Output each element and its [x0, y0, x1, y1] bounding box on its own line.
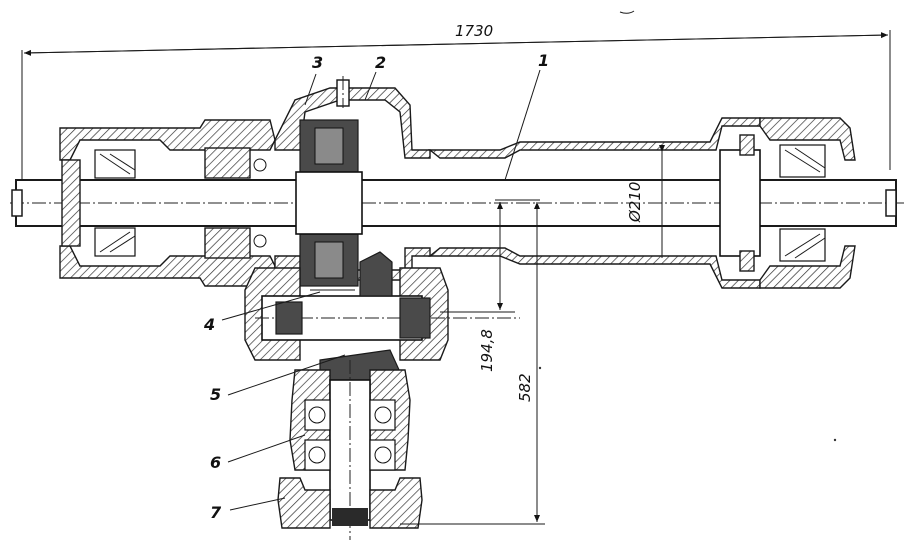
vertical-bearings: [304, 399, 396, 471]
vertical-dimensions: 194,8 582: [400, 199, 545, 525]
callout-1: 1: [538, 51, 549, 70]
dimension-194-8-label: 194,8: [478, 329, 496, 372]
vertical-output-shaft: [277, 360, 423, 540]
stray-mark: [538, 366, 542, 370]
left-roller-bearing: [94, 149, 136, 257]
crown-gear: [295, 119, 363, 287]
axle-shaft: [10, 179, 905, 227]
right-roller-bearing: [779, 144, 826, 262]
stray-mark: [833, 438, 837, 442]
callout-7: 7: [210, 503, 222, 522]
callout-6: 6: [210, 453, 221, 472]
callout-2: 2: [375, 53, 386, 72]
overall-dimension: 1730: [21, 10, 891, 195]
callout-4: 4: [203, 315, 215, 334]
overall-length-label: 1730: [455, 22, 493, 40]
dimension-582-label: 582: [516, 373, 534, 402]
callout-3: 3: [312, 53, 323, 72]
callout-5: 5: [210, 385, 221, 404]
callouts: 1 2 3 4 5 6 7: [203, 51, 549, 522]
diameter-label: Ø210: [626, 182, 644, 223]
right-bearing-housing: [719, 117, 856, 289]
left-bearing-housing: [59, 119, 276, 287]
